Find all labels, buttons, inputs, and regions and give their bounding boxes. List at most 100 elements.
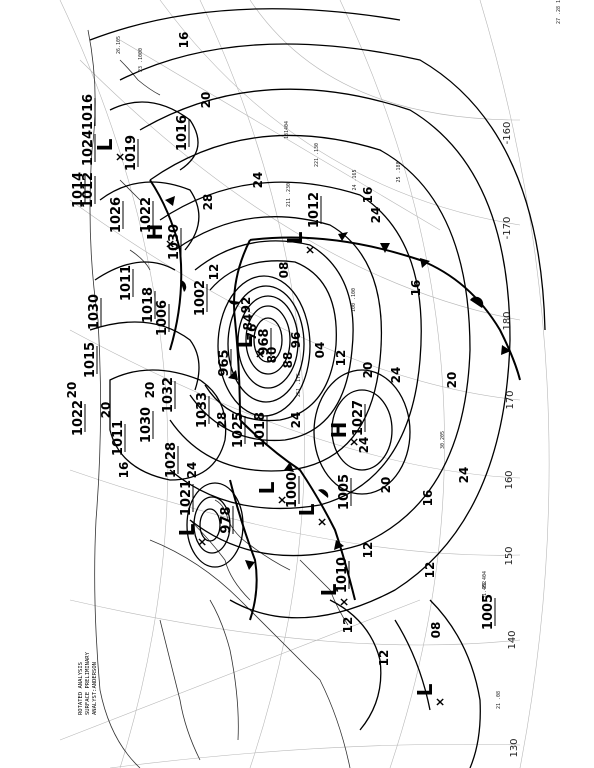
- caption-line-1: ROTATED ANALYSIS: [78, 662, 84, 715]
- low-pressure-center: L×: [317, 583, 351, 607]
- center-x-mark: ×: [315, 517, 329, 527]
- station-plot: 251 .175: [296, 373, 302, 397]
- pressure-value: 1010: [335, 557, 350, 593]
- pressure-value: 1005: [337, 474, 352, 510]
- isobar-lines: [89, 8, 546, 768]
- low-symbol: L: [295, 503, 319, 516]
- low-symbol: L: [317, 583, 341, 596]
- pressure-value: 1032: [161, 377, 176, 413]
- longitude-label: 140: [507, 630, 518, 649]
- station-plot: 25 .188: [396, 161, 402, 182]
- pressure-value: 978: [219, 506, 234, 533]
- isobar-value: 20: [199, 92, 213, 109]
- high-pressure-center: H×: [327, 422, 361, 447]
- pressure-value: 1005: [481, 594, 496, 630]
- station-plot: 131404: [284, 121, 290, 139]
- pressure-value: 1021: [179, 480, 194, 516]
- isobar-value: 16: [361, 187, 375, 204]
- low-pressure-center: L×: [413, 683, 447, 707]
- center-x-mark: ×: [275, 495, 289, 505]
- pressure-value: 968: [257, 328, 272, 355]
- pressure-value: 1030: [139, 407, 154, 443]
- station-plot: 29.404: [482, 571, 488, 589]
- weather-fronts: [149, 179, 521, 621]
- pressure-value: 1025: [231, 412, 246, 448]
- isobar-value: 24: [357, 437, 371, 454]
- isobar-value: 12: [423, 562, 437, 579]
- isobar-value: 84: [241, 314, 255, 331]
- center-x-mark: ×: [303, 245, 317, 255]
- isobar-value: 12: [361, 542, 375, 559]
- isobar-value: 16: [409, 280, 423, 297]
- center-x-mark: ×: [433, 697, 447, 707]
- isobar-value: 20: [143, 382, 157, 399]
- pressure-value: 1033: [195, 392, 210, 428]
- center-x-mark: ×: [195, 537, 209, 547]
- pressure-value: 1018: [253, 412, 268, 448]
- chart-caption: ROTATED ANALYSIS SURFACE PRELIMINARY ANA…: [78, 651, 98, 715]
- pressure-value: 1030: [87, 294, 102, 330]
- station-plot: 23 .1000: [138, 48, 144, 72]
- pressure-value: 1011: [119, 265, 134, 301]
- pressure-value: 1026: [109, 197, 124, 233]
- isobar-value: 12: [334, 350, 348, 367]
- pressure-value: 1022: [71, 400, 86, 436]
- pressure-value: 1000: [285, 472, 300, 508]
- longitude-label: 170: [505, 390, 516, 409]
- low-symbol: L: [413, 683, 437, 696]
- isobar-value: 16: [421, 490, 435, 507]
- center-x-mark: ×: [337, 597, 351, 607]
- station-plot: 30.205: [440, 431, 446, 449]
- isobar-value: 16: [117, 462, 131, 479]
- low-symbol: L: [283, 231, 307, 244]
- pressure-value: 1006: [155, 300, 170, 336]
- pressure-value: 1024: [81, 130, 96, 166]
- caption-line-2: SURFACE PRELIMINARY: [85, 651, 91, 715]
- pressure-value: 1018: [141, 287, 156, 323]
- low-symbol: L: [175, 523, 199, 536]
- low-pressure-center: L×: [255, 481, 289, 505]
- high-pressure-center: H×: [143, 224, 177, 249]
- low-pressure-center: L×: [175, 523, 209, 547]
- pressure-value: 1015: [83, 342, 98, 378]
- pressure-value: 1012: [307, 192, 322, 228]
- isobar-value: 24: [457, 467, 471, 484]
- isobar-value: 24: [251, 172, 265, 189]
- station-plot: 211 .230: [286, 183, 292, 207]
- isobar-value: 24: [389, 367, 403, 384]
- pressure-value: 965: [217, 349, 232, 376]
- pressure-value: 1016: [175, 115, 190, 151]
- longitude-label: 130: [509, 738, 520, 757]
- low-pressure-center: L×: [93, 138, 127, 162]
- pressure-value: 1002: [193, 280, 208, 316]
- pressure-value: 1030: [167, 224, 182, 260]
- isobar-value: 28: [201, 194, 215, 211]
- station-plot: 31.402: [482, 581, 488, 599]
- center-x-mark: ×: [113, 152, 127, 162]
- center-x-mark: ×: [347, 437, 361, 447]
- longitude-label: 180: [502, 311, 513, 330]
- isobar-value: 92: [239, 297, 253, 314]
- center-x-mark: ×: [163, 239, 177, 249]
- isobar-value: 24: [289, 412, 303, 429]
- pressure-value: 1012: [81, 172, 96, 208]
- isobar-value: 24: [369, 207, 383, 224]
- isobar-value: 20: [65, 382, 79, 399]
- longitude-label: 150: [504, 546, 515, 565]
- low-symbol: L: [233, 335, 257, 348]
- isobar-value: 20: [99, 402, 113, 419]
- isobar-value: 04: [313, 342, 327, 359]
- isobar-value: 12: [341, 617, 355, 634]
- low-symbol: L: [255, 481, 279, 494]
- station-plot: 24 .165: [352, 169, 358, 190]
- station-plot: 21 .08: [496, 691, 502, 709]
- isobar-value: 20: [445, 372, 459, 389]
- low-symbol: L: [93, 138, 117, 151]
- pressure-value: 1022: [139, 197, 154, 233]
- isobar-value: 08: [429, 622, 443, 639]
- isobar-value: 28: [215, 412, 229, 429]
- isobar-value: 24: [185, 462, 199, 479]
